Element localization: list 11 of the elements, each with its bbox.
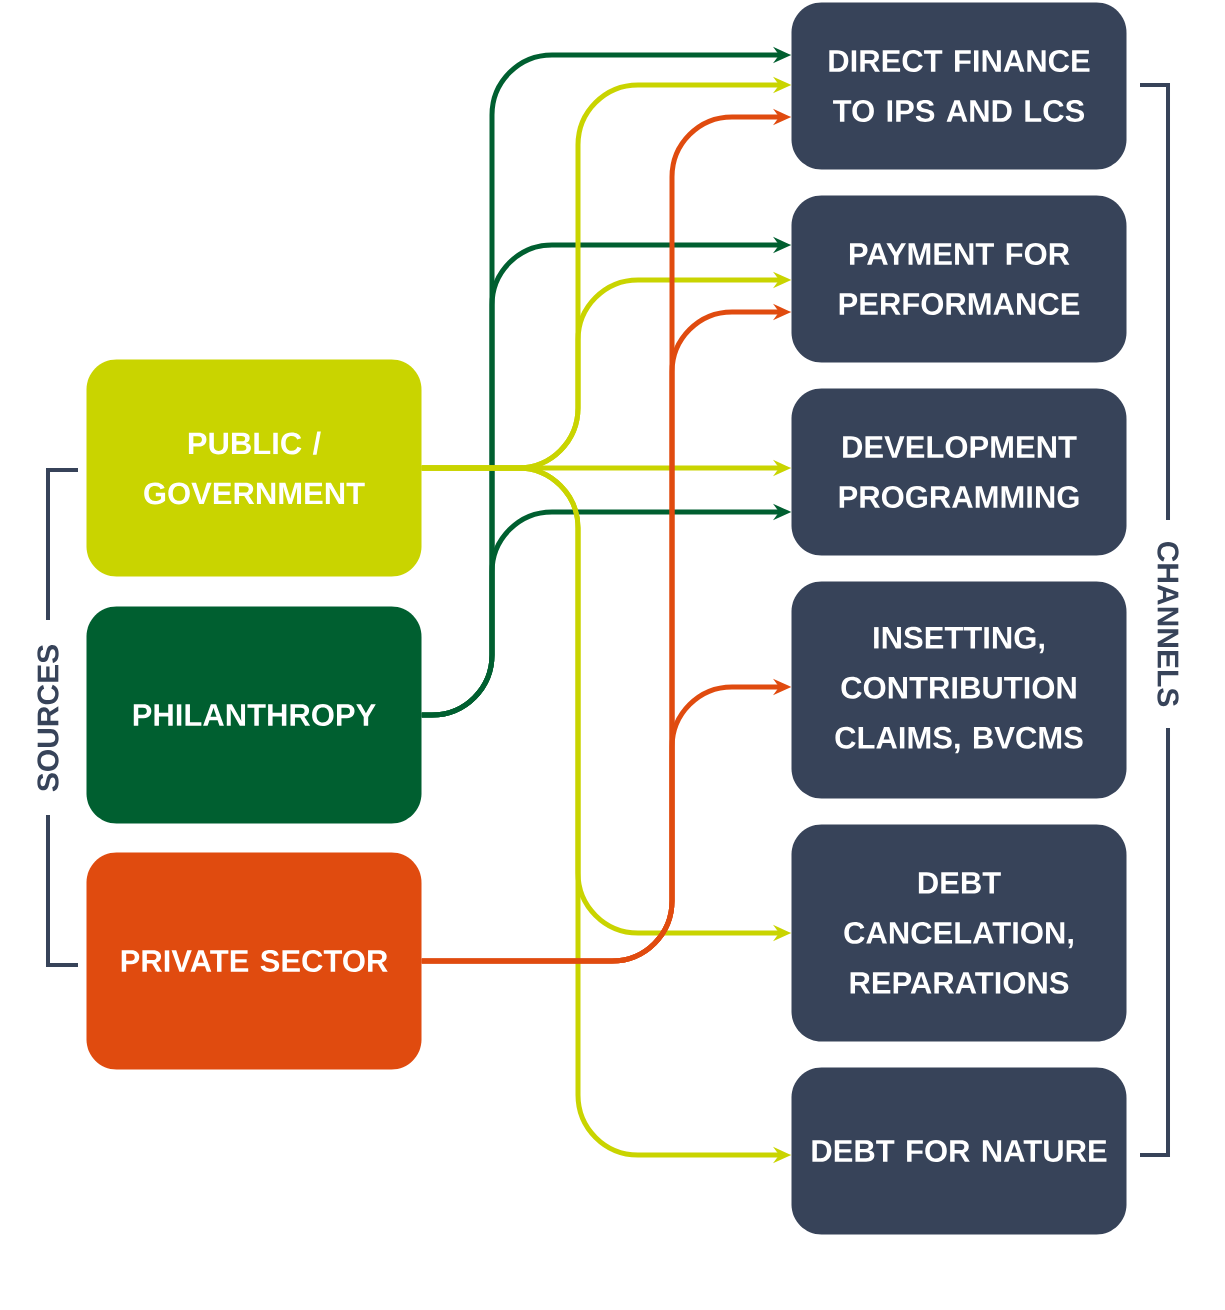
channel-box: DIRECT FINANCE TO IPS AND LCS bbox=[791, 2, 1127, 170]
channel-box: DEVELOPMENT PROGRAMMING bbox=[791, 388, 1127, 556]
channel-box: DEBT CANCELATION, REPARATIONS bbox=[791, 824, 1127, 1042]
side-label: CHANNELS bbox=[1157, 541, 1179, 707]
source-box: PHILANTHROPY bbox=[86, 606, 422, 824]
channel-box: INSETTING, CONTRIBUTION CLAIMS, BVCMS bbox=[791, 581, 1127, 799]
side-label: SOURCES bbox=[37, 645, 59, 792]
source-box: PRIVATE SECTOR bbox=[86, 852, 422, 1070]
channel-box: PAYMENT FOR PERFORMANCE bbox=[791, 195, 1127, 363]
source-box: PUBLIC / GOVERNMENT bbox=[86, 359, 422, 577]
channel-box: DEBT FOR NATURE bbox=[791, 1067, 1127, 1235]
